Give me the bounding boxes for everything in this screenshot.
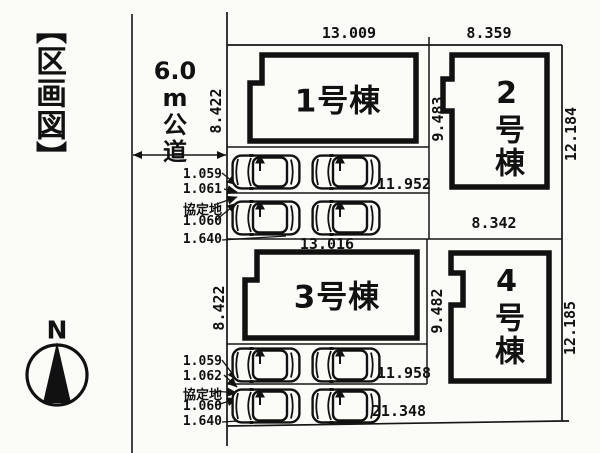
dim-lot1-bottom: 11.952 bbox=[376, 175, 432, 193]
strip-width-top-3: 1.060 bbox=[182, 214, 222, 229]
building-4-outline bbox=[448, 250, 552, 384]
dim-overall-bottom: 21.348 bbox=[371, 402, 427, 420]
parcel-boundary bbox=[226, 12, 569, 446]
dim-lot4-right: 12.185 bbox=[561, 300, 579, 356]
compass-needle bbox=[43, 342, 71, 403]
building-3-label: 3号棟 bbox=[293, 279, 381, 316]
strip-width-bottom-1: 1.059 bbox=[182, 354, 222, 369]
dim-lot34-divider: 9.482 bbox=[428, 288, 446, 334]
page-title: 【区画図】 bbox=[30, 13, 66, 173]
compass-icon bbox=[25, 342, 89, 407]
car-icon bbox=[311, 154, 381, 190]
building-2-label: 2号棟 bbox=[489, 76, 524, 180]
car-icon bbox=[231, 154, 301, 190]
compass-north-label: N bbox=[46, 315, 68, 345]
agreement-land-label-top: 協定地 bbox=[182, 203, 222, 218]
car-icon bbox=[311, 347, 381, 383]
building-4-label: 4号棟 bbox=[489, 264, 524, 368]
strip-width-bottom-4: 1.640 bbox=[182, 414, 222, 429]
car-icon bbox=[231, 347, 301, 383]
road-label: 6.0 m 公 道 bbox=[153, 57, 197, 166]
dim-lot3-bottom: 11.958 bbox=[376, 364, 432, 382]
dim-lot2-top: 8.359 bbox=[466, 24, 512, 42]
agreement-land-label-bottom: 協定地 bbox=[182, 388, 222, 403]
car-icon bbox=[311, 388, 381, 424]
dim-lot2-right: 12.184 bbox=[562, 106, 580, 162]
road-width-arrow bbox=[133, 151, 226, 159]
car-icon bbox=[231, 388, 301, 424]
dim-lot3-top: 13.016 bbox=[299, 235, 355, 253]
car-icon bbox=[231, 200, 301, 236]
building-2-outline bbox=[440, 52, 550, 190]
lot-dividers bbox=[227, 37, 562, 385]
dim-lot1-left: 8.422 bbox=[207, 88, 225, 134]
building-3-outline bbox=[242, 249, 420, 341]
car-icon bbox=[311, 200, 381, 236]
strip-width-bottom-2: 1.062 bbox=[182, 369, 222, 384]
strip-width-bottom-3: 1.060 bbox=[182, 399, 222, 414]
dim-lot3-left: 8.422 bbox=[210, 285, 228, 331]
dim-lot24-divider: 8.342 bbox=[471, 214, 517, 232]
building-1-outline bbox=[247, 52, 419, 144]
strip-width-top-1: 1.059 bbox=[182, 167, 222, 182]
strip-width-top-2: 1.061 bbox=[182, 182, 222, 197]
strip-width-top-4: 1.640 bbox=[182, 232, 222, 247]
building-1-label: 1号棟 bbox=[294, 83, 382, 120]
dim-lot1-top: 13.009 bbox=[321, 24, 377, 42]
dim-lot12-divider: 9.483 bbox=[429, 96, 447, 142]
